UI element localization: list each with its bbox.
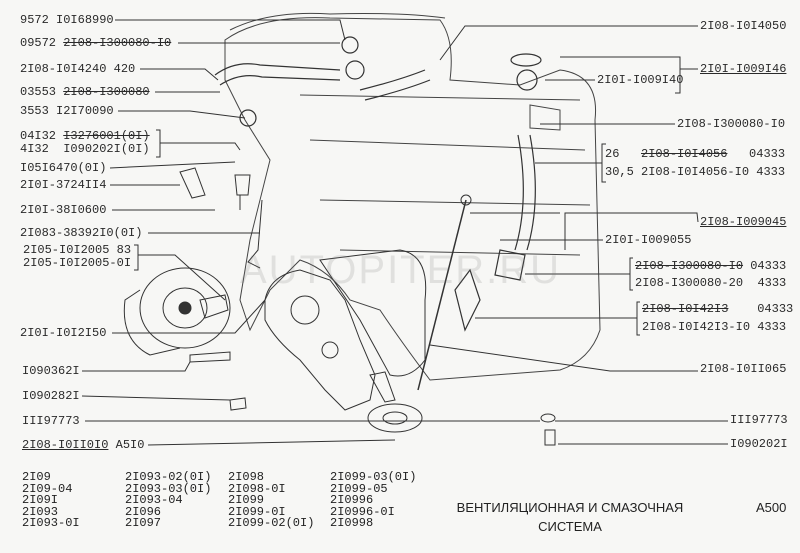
- pressure-switch: [234, 174, 263, 269]
- model: 2I093: [22, 504, 59, 519]
- callout-left-15: I090362I: [22, 364, 80, 378]
- diagram-title-line2: СИСТЕМА: [538, 519, 602, 534]
- callout-left-9: 2I0I-3724II4: [20, 178, 107, 192]
- callout-left-4: 03553 2I08-I300080: [20, 85, 150, 99]
- callout-left-2: 09572 2I08-I300080-I0: [20, 36, 172, 50]
- callout-right-8: 2I0I-I009055: [605, 233, 692, 247]
- callout-left-7: 4I32 I090202I(0I): [20, 142, 150, 156]
- model: 2I093-02(0I): [125, 470, 212, 484]
- callout-right-5: 26 2I08-I0I4056 04333: [605, 147, 786, 161]
- oil-pump-cover: [264, 269, 376, 411]
- callout-right-6: 30,5 2I08-I0I4056-I0 4333: [605, 165, 786, 179]
- callout-right-12: 2I08-I0I42I3-I0 4333: [642, 320, 787, 334]
- callout-right-11: 2I08-I0I42I3 04333: [642, 302, 794, 316]
- models-column-3: 2I098 2I098-0I 2I099 2I099-0I 2I099-02(0…: [228, 470, 315, 531]
- engine-block: [224, 12, 601, 381]
- callout-left-17: III97773: [22, 414, 80, 428]
- callout-left-10: 2I0I-38I0600: [20, 203, 107, 217]
- breather-hoses: [214, 36, 542, 332]
- callout-left-18: 2I08-I0II0I0 A5I0: [22, 438, 145, 452]
- model: 2I0996-0I: [330, 504, 395, 519]
- callout-left-8: I05I6470(0I): [20, 161, 107, 175]
- oil-strainer: [367, 371, 423, 433]
- model: 2I09-04: [22, 481, 73, 496]
- model: 2I098-0I: [228, 481, 286, 496]
- leader-lines: [81, 19, 540, 446]
- callout-left-11: 2I083-38392I0(0I): [20, 226, 143, 240]
- model: 2I0998: [330, 516, 374, 531]
- model: 2I099-05: [330, 481, 388, 496]
- callout-right-15: I090202I: [730, 437, 788, 451]
- callout-left-1: 9572 I0I68990: [20, 13, 114, 27]
- model: 2I093-04: [125, 493, 183, 508]
- callout-left-13: 2I05-I0I2005-0I: [23, 256, 132, 270]
- callout-left-5: 3553 I2I70090: [20, 104, 114, 118]
- model: 2I097: [125, 516, 162, 531]
- callout-right-7: 2I08-I009045: [700, 215, 787, 229]
- gasket: [319, 249, 427, 377]
- model: 2I09: [22, 470, 51, 484]
- model: 2I099-0I: [228, 504, 286, 519]
- diagram-title: ВЕНТИЛЯЦИОННАЯ И СМАЗОЧНАЯ: [456, 500, 684, 515]
- model: 2I093-0I: [22, 516, 80, 531]
- model: 2I0996: [330, 493, 374, 508]
- dipstick: [417, 199, 467, 391]
- model: 2I093-03(0I): [125, 481, 212, 496]
- callout-right-13: 2I08-I0II065: [700, 362, 787, 376]
- callout-left-6: 04I32 I3276001(0I): [20, 129, 150, 143]
- callout-left-3: 2I08-I0I4240 420: [20, 62, 136, 76]
- sensor: [179, 167, 206, 199]
- models-column-2: 2I093-02(0I) 2I093-03(0I) 2I093-04 2I096…: [125, 470, 212, 531]
- model: 2I099-02(0I): [228, 516, 315, 531]
- leader-lines-right: [429, 25, 728, 445]
- callout-left-16: I090282I: [22, 389, 80, 403]
- model: 2I09I: [22, 493, 59, 508]
- callout-right-4: 2I08-I300080-I0: [677, 117, 786, 131]
- model: 2I099-03(0I): [330, 470, 417, 484]
- callout-left-12: 2I05-I0I2005 83: [23, 243, 132, 257]
- models-column-1: 2I09 2I09-04 2I09I 2I093 2I093-0I: [22, 470, 80, 531]
- page-code: A500: [756, 500, 787, 515]
- plug: [229, 397, 247, 411]
- models-column-4: 2I099-03(0I) 2I099-05 2I0996 2I0996-0I 2…: [330, 470, 417, 531]
- bolt-bottom: [544, 429, 556, 446]
- callout-right-10: 2I08-I300080-20 4333: [635, 276, 787, 290]
- callout-right-2: 2I0I-I009I40: [597, 73, 684, 87]
- bolt: [189, 351, 231, 363]
- model: 2I096: [125, 504, 162, 519]
- callout-left-14: 2I0I-I0I2I50: [20, 326, 107, 340]
- callout-right-1: 2I08-I0I4050: [700, 19, 787, 33]
- oil-filter: [123, 267, 231, 356]
- model: 2I098: [228, 470, 265, 484]
- model: 2I099: [228, 493, 265, 508]
- watermark: AUTOPITER.RU: [240, 248, 562, 292]
- callout-right-3: 2I0I-I009I46: [700, 62, 787, 76]
- callout-right-9: 2I08-I300080-I0 04333: [635, 259, 787, 273]
- callout-right-14: III97773: [730, 413, 788, 427]
